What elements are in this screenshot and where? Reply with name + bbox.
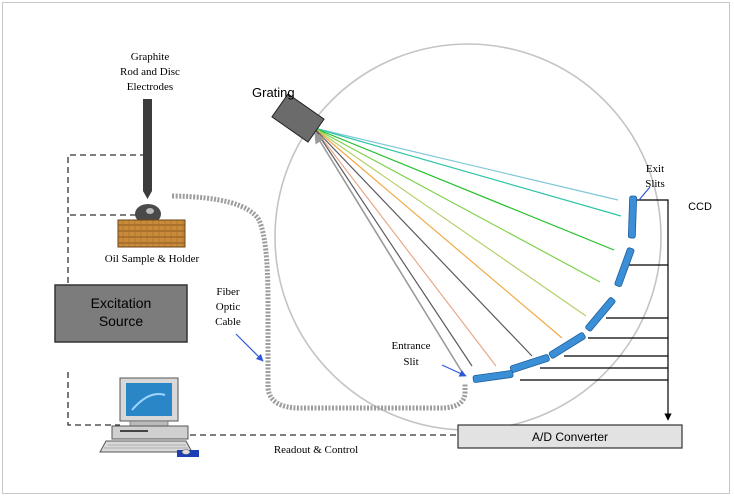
ray-line (313, 127, 619, 201)
fiber-optic-cable (171, 193, 468, 411)
readout-label: Readout & Control (274, 444, 358, 456)
ray-line (313, 127, 563, 339)
fiber-pointer (235, 333, 264, 362)
exit-pointer (638, 186, 651, 201)
electrode-rod (143, 99, 152, 191)
ccd-detector (472, 195, 638, 383)
exit-label-line1: Exit (646, 163, 664, 175)
ad-converter-label: A/D Converter (532, 430, 608, 444)
electrode-tip (143, 191, 152, 199)
diagram-frame (2, 2, 730, 494)
oil-sample-label: Oil Sample & Holder (105, 253, 200, 265)
ray-line (313, 127, 497, 367)
exit-label-line2: Slits (645, 178, 665, 190)
electrode-label-line1: Graphite (131, 51, 170, 63)
ray-line (313, 127, 587, 317)
excitation-source-box (54, 284, 188, 343)
electrode-label-line2: Rod and Disc (120, 66, 180, 78)
fiber-label-line3: Cable (215, 316, 241, 328)
diffracted-rays (313, 127, 622, 367)
grating-label: Grating (252, 85, 295, 100)
excitation-label-line1: Excitation (91, 295, 152, 311)
ray-line (313, 127, 533, 357)
ad-converter-box (457, 424, 683, 449)
ray-line (313, 127, 622, 217)
ccd-readout-lines (520, 199, 672, 421)
disc-electrode (135, 204, 161, 224)
dashed-wiring (67, 154, 457, 436)
excitation-label-line2: Source (99, 313, 144, 329)
electrode-label-line3: Electrodes (127, 81, 173, 93)
ray-line (313, 127, 473, 367)
fiber-label-line2: Optic (216, 301, 241, 313)
incident-ray (314, 132, 463, 373)
entrance-pointer (441, 364, 467, 377)
computer-icon (99, 377, 199, 457)
rowland-circle (274, 43, 662, 431)
ray-line (313, 127, 615, 251)
entrance-label-line2: Slit (403, 356, 418, 368)
diffraction-grating (271, 93, 325, 143)
ray-line (313, 127, 601, 283)
ccd-label: CCD (688, 201, 712, 213)
entrance-label-line1: Entrance (391, 340, 430, 352)
oil-sample-holder (117, 219, 186, 248)
fiber-label-line1: Fiber (216, 286, 240, 298)
